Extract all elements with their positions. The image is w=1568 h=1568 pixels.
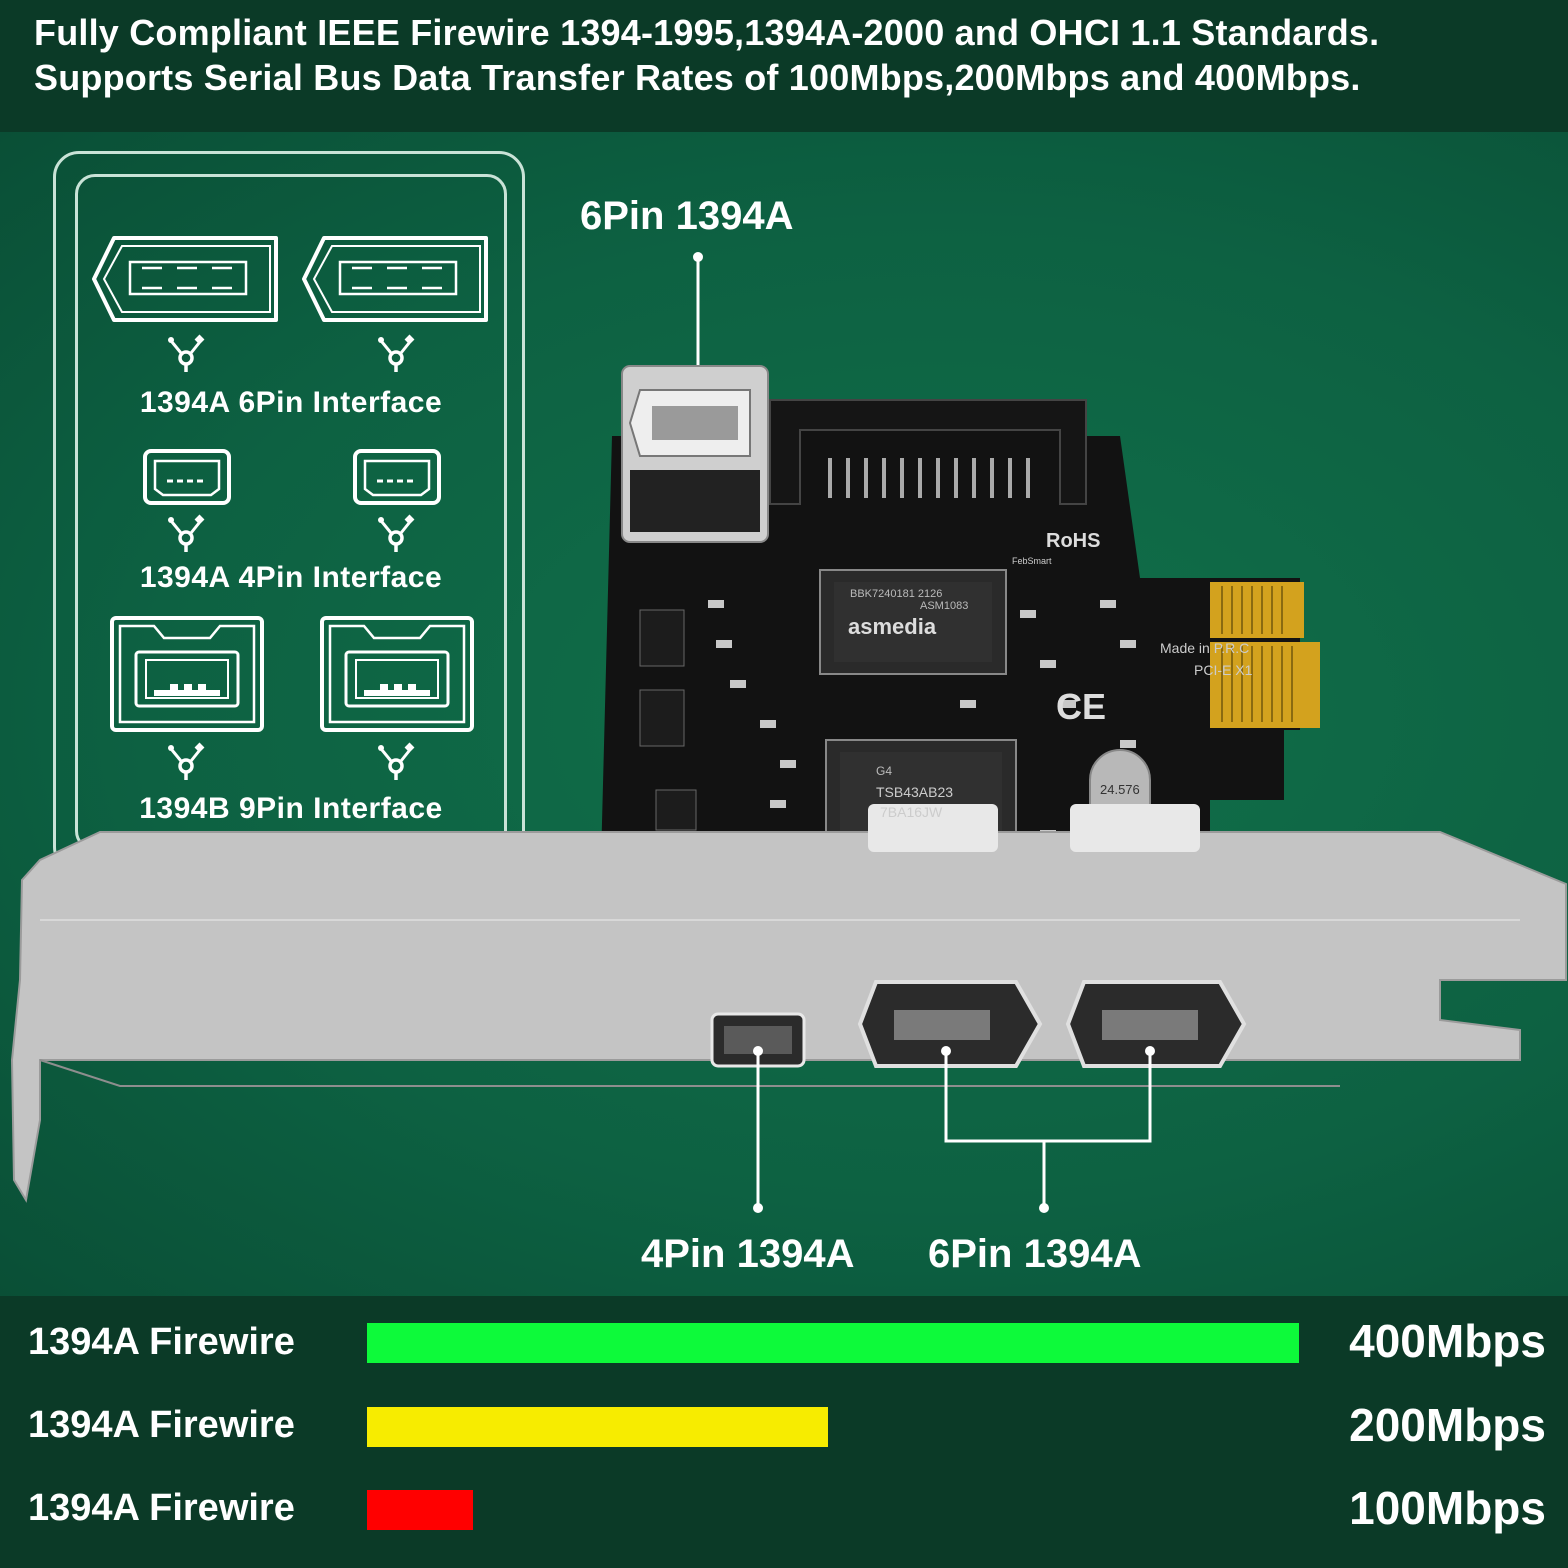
made-in-text: Made in P.R.C bbox=[1160, 640, 1250, 656]
firewire-icon bbox=[168, 514, 205, 552]
speed-value-200: 200Mbps bbox=[1349, 1399, 1546, 1451]
bracket-4pin-callout: 4Pin 1394A bbox=[641, 1232, 855, 1276]
controller-model: ASM1083 bbox=[920, 600, 969, 612]
controller-brand: asmedia bbox=[848, 614, 937, 639]
speed-value-100: 100Mbps bbox=[1349, 1482, 1546, 1534]
speed-bar-100 bbox=[367, 1490, 473, 1530]
speed-bar-track-200 bbox=[367, 1407, 1299, 1447]
speed-label-200: 1394A Firewire bbox=[28, 1404, 295, 1446]
top-port-callout: 6Pin 1394A bbox=[580, 194, 794, 238]
bracket-callout-lines bbox=[753, 1046, 1155, 1213]
four-pin-port-icon bbox=[143, 449, 231, 505]
pcie-firewire-card bbox=[10, 365, 1567, 1203]
top-callout-line bbox=[693, 252, 703, 374]
firewire-icon bbox=[378, 742, 415, 780]
header-line-1: Fully Compliant IEEE Firewire 1394-1995,… bbox=[34, 12, 1380, 53]
phy-code: 7BA16JW bbox=[880, 804, 943, 820]
speed-bar-400 bbox=[367, 1323, 1299, 1363]
six-pin-interface-label: 1394A 6Pin Interface bbox=[139, 386, 443, 419]
speed-bar-track-100 bbox=[367, 1490, 1299, 1530]
firewire-icon bbox=[378, 334, 415, 372]
bracket-6pin-callout: 6Pin 1394A bbox=[928, 1232, 1142, 1276]
speed-label-100: 1394A Firewire bbox=[28, 1487, 295, 1529]
six-pin-port-icon bbox=[92, 236, 278, 322]
firewire-icon bbox=[168, 742, 205, 780]
speed-bar-200 bbox=[367, 1407, 828, 1447]
controller-code: BBK7240181 2126 bbox=[850, 588, 943, 600]
firewire-icon bbox=[378, 514, 415, 552]
nine-pin-port-icon bbox=[110, 616, 264, 732]
four-pin-interface-label: 1394A 4Pin Interface bbox=[139, 561, 443, 594]
four-pin-port-icon bbox=[353, 449, 441, 505]
nine-pin-port-icon bbox=[320, 616, 474, 732]
phy-model: TSB43AB23 bbox=[876, 784, 954, 800]
phy-mark: G4 bbox=[876, 764, 893, 778]
header-line-2: Supports Serial Bus Data Transfer Rates … bbox=[34, 57, 1361, 98]
header-banner: Fully Compliant IEEE Firewire 1394-1995,… bbox=[0, 0, 1568, 132]
brand-mark: FebSmart bbox=[1012, 556, 1052, 566]
nine-pin-interface-label: 1394B 9Pin Interface bbox=[139, 792, 443, 825]
crystal-text: 24.576 bbox=[1100, 782, 1140, 797]
ce-mark: CE bbox=[1056, 686, 1107, 727]
speed-value-400: 400Mbps bbox=[1349, 1315, 1546, 1367]
speed-bar-track-400 bbox=[367, 1323, 1299, 1363]
firewire-icon bbox=[168, 334, 205, 372]
six-pin-port-icon bbox=[302, 236, 488, 322]
bus-text: PCI-E X1 bbox=[1194, 662, 1253, 678]
speed-label-400: 1394A Firewire bbox=[28, 1321, 295, 1363]
rohs-mark: RoHS bbox=[1046, 530, 1101, 552]
